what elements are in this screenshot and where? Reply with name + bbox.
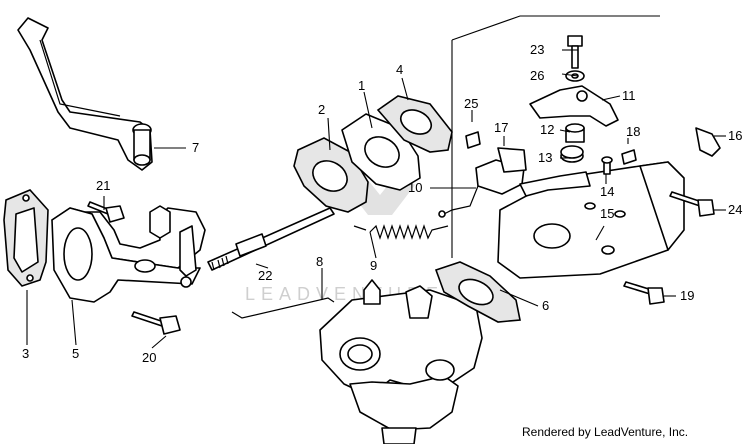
part-19-bolt[interactable] (623, 281, 665, 305)
part-14-screw[interactable] (601, 156, 613, 175)
callout-22: 22 (258, 268, 272, 283)
callout-13: 13 (538, 150, 552, 165)
part-10-group-outline (451, 15, 660, 258)
callout-25: 25 (464, 96, 478, 111)
callout-21: 21 (96, 178, 110, 193)
carburetor-body[interactable] (319, 279, 483, 444)
part-6-gasket[interactable] (434, 261, 521, 323)
callout-4: 4 (396, 62, 403, 77)
part-16-clip[interactable] (695, 127, 721, 157)
callout-9: 9 (370, 258, 377, 273)
part-8-link-rod[interactable] (231, 297, 335, 319)
callout-12: 12 (540, 122, 554, 137)
callout-3: 3 (22, 346, 29, 361)
callout-2: 2 (318, 102, 325, 117)
part-21-bolt[interactable] (87, 201, 125, 223)
part-20-bolt[interactable] (131, 311, 181, 335)
part-13-spring[interactable] (560, 145, 584, 163)
callout-24: 24 (728, 202, 742, 217)
part-24-bolt[interactable] (669, 191, 715, 217)
callout-23: 23 (530, 42, 544, 57)
part-5-insulator[interactable] (51, 205, 206, 303)
callout-26: 26 (530, 68, 544, 83)
callouts: 1 2 3 4 5 6 7 8 9 10 11 12 13 14 15 16 1… (22, 42, 742, 365)
callout-7: 7 (192, 140, 199, 155)
choke-lever[interactable] (519, 171, 591, 197)
part-15-bracket[interactable] (497, 161, 685, 279)
callout-1: 1 (358, 78, 365, 93)
part-3-gasket[interactable] (3, 189, 49, 287)
part-25-screw[interactable] (465, 131, 481, 149)
leader-lines (26, 49, 726, 349)
callout-10: 10 (408, 180, 422, 195)
callout-11: 11 (622, 88, 636, 103)
callout-19: 19 (680, 288, 694, 303)
callout-16: 16 (728, 128, 742, 143)
callout-20: 20 (142, 350, 156, 365)
callout-5: 5 (72, 346, 79, 361)
callout-8: 8 (316, 254, 323, 269)
callout-15: 15 (600, 206, 614, 221)
callout-6: 6 (542, 298, 549, 313)
callout-17: 17 (494, 120, 508, 135)
part-11-lever[interactable] (529, 85, 619, 127)
part-4-gasket[interactable] (376, 95, 453, 153)
part-23-screw[interactable] (567, 35, 583, 69)
part-22-stud[interactable] (207, 207, 335, 271)
part-7-control-lever[interactable] (17, 17, 153, 171)
part-18-screw[interactable] (621, 149, 637, 165)
render-credit: Rendered by LeadVenture, Inc. (522, 425, 689, 439)
callout-18: 18 (626, 124, 640, 139)
part-9-spring[interactable] (353, 224, 449, 240)
part-12-collar[interactable] (565, 123, 585, 143)
part-17-governor-arm[interactable] (438, 147, 527, 218)
callout-14: 14 (600, 184, 614, 199)
